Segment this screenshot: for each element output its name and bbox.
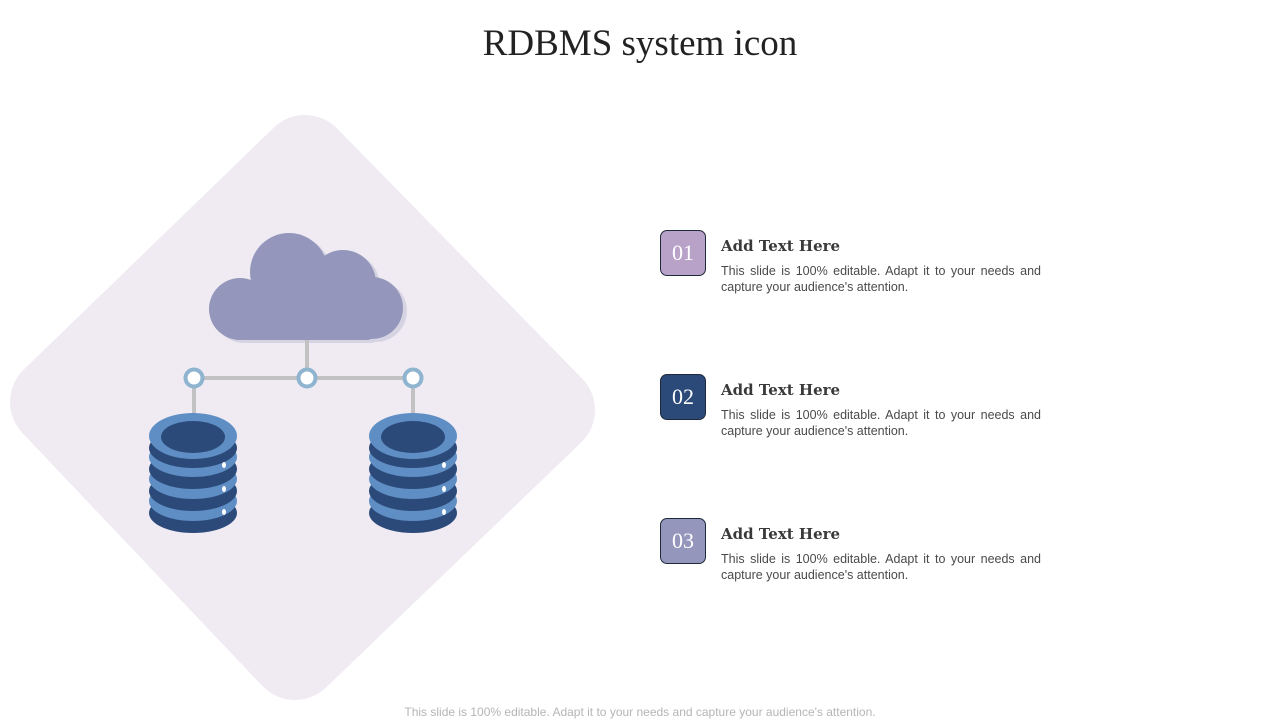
node-right	[402, 367, 424, 389]
item-description: This slide is 100% editable. Adapt it to…	[721, 552, 1041, 582]
node-center	[296, 367, 318, 389]
list-item: 03 Add Text Here This slide is 100% edit…	[660, 518, 1060, 588]
number-badge: 01	[660, 230, 706, 276]
database-icon	[369, 413, 457, 533]
number-badge: 03	[660, 518, 706, 564]
item-title: Add Text Here	[721, 237, 841, 255]
network-connectors	[192, 340, 415, 413]
cloud-icon	[209, 233, 407, 343]
number-badge: 02	[660, 374, 706, 420]
item-title: Add Text Here	[721, 381, 841, 399]
item-title: Add Text Here	[721, 525, 841, 543]
network-nodes	[183, 367, 424, 389]
item-description: This slide is 100% editable. Adapt it to…	[721, 264, 1041, 294]
database-icon	[149, 413, 237, 533]
list-item: 02 Add Text Here This slide is 100% edit…	[660, 374, 1060, 444]
node-left	[183, 367, 205, 389]
slide-title: RDBMS system icon	[482, 23, 798, 64]
item-description: This slide is 100% editable. Adapt it to…	[721, 408, 1041, 438]
rdbms-illustration	[10, 115, 595, 700]
diamond-backdrop	[10, 115, 595, 700]
footer-note: This slide is 100% editable. Adapt it to…	[404, 705, 876, 719]
list-item: 01 Add Text Here This slide is 100% edit…	[660, 230, 1060, 300]
